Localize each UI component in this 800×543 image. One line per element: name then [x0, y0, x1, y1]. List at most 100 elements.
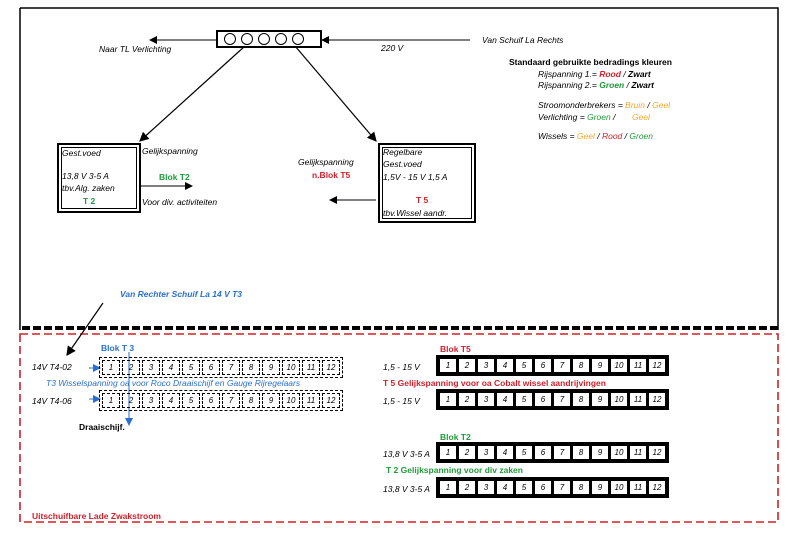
left-psu-blok: Blok T2 [159, 172, 190, 182]
terminal-10: 10 [611, 446, 627, 459]
blok-t5-label: Blok T5 [440, 344, 471, 354]
terminal-5: 5 [516, 359, 532, 372]
terminal-4: 4 [497, 446, 513, 459]
terminal-7: 7 [222, 360, 240, 375]
terminal-7: 7 [554, 446, 570, 459]
terminal-3: 3 [478, 359, 494, 372]
terminal-11: 11 [302, 393, 320, 408]
terminal-10: 10 [282, 360, 300, 375]
socket-icon [224, 33, 236, 45]
terminal-11: 11 [630, 481, 646, 494]
terminal-6: 6 [535, 481, 551, 494]
terminal-12: 12 [649, 359, 665, 372]
t2-description: T 2 Gelijkspanning voor div zaken [386, 465, 523, 475]
terminal-8: 8 [573, 359, 589, 372]
right-psu-blok: n.Blok T5 [312, 170, 351, 180]
left-psu-side-label: Gelijkspanning [142, 146, 198, 156]
terminal-5: 5 [182, 393, 200, 408]
t3-row1-label: 14V T4-02 [32, 362, 72, 372]
terminal-8: 8 [242, 393, 260, 408]
terminal-2: 2 [459, 446, 475, 459]
left-psu-line1: Gest.voed [62, 148, 101, 158]
terminal-12: 12 [649, 481, 665, 494]
terminal-7: 7 [554, 481, 570, 494]
left-psu-line2: 13,8 V 3-5 A [62, 171, 109, 181]
terminal-9: 9 [592, 359, 608, 372]
van-schuif-label: Van Schuif La Rechts [482, 35, 564, 45]
terminal-1: 1 [440, 359, 456, 372]
socket-icon [258, 33, 270, 45]
terminal-7: 7 [222, 393, 240, 408]
terminal-12: 12 [649, 446, 665, 459]
terminal-4: 4 [162, 360, 180, 375]
terminal-7: 7 [554, 359, 570, 372]
terminal-1: 1 [440, 393, 456, 406]
terminal-1: 1 [440, 446, 456, 459]
terminal-3: 3 [478, 393, 494, 406]
terminal-3: 3 [142, 360, 160, 375]
terminal-1: 1 [440, 481, 456, 494]
terminal-12: 12 [322, 393, 340, 408]
left-psu-activiteiten: Voor div. activiteiten [142, 197, 218, 207]
top-frame [19, 7, 779, 330]
terminal-5: 5 [516, 393, 532, 406]
right-psu-id: T 5 [416, 195, 429, 205]
terminal-4: 4 [162, 393, 180, 408]
legend-title: Standaard gebruikte bedradings kleuren [509, 57, 672, 67]
terminal-5: 5 [516, 446, 532, 459]
socket-icon [292, 33, 304, 45]
terminal-4: 4 [497, 393, 513, 406]
terminal-7: 7 [554, 393, 570, 406]
legend-rijspanning-2: Rijspanning 2.= Groen / Zwart [538, 80, 654, 90]
terminal-8: 8 [242, 360, 260, 375]
terminal-2: 2 [459, 481, 475, 494]
t3-description: T3 Wisselspanning oa voor Roco Draaischi… [46, 378, 301, 388]
voltage-220-label: 220 V [381, 43, 404, 53]
terminal-9: 9 [262, 393, 280, 408]
left-power-supply: Gest.voed 13,8 V 3-5 A tbv.Alg. zaken T … [57, 143, 141, 213]
terminal-5: 5 [516, 481, 532, 494]
terminal-11: 11 [630, 359, 646, 372]
terminal-10: 10 [611, 359, 627, 372]
t5-row2-label: 1,5 - 15 V [383, 396, 420, 406]
terminal-10: 10 [282, 393, 300, 408]
blok-t3-label: Blok T 3 [101, 343, 135, 353]
van-rechter-schuif-label: Van Rechter Schuif La 14 V T3 [120, 289, 243, 299]
terminal-9: 9 [262, 360, 280, 375]
terminal-11: 11 [630, 393, 646, 406]
terminal-3: 3 [478, 481, 494, 494]
legend-stroomonderbrekers: Stroomonderbrekers = Bruin / Geel [538, 100, 671, 110]
terminal-3: 3 [478, 446, 494, 459]
draaischijf-label: Draaischijf. [79, 422, 125, 432]
terminal-8: 8 [573, 393, 589, 406]
terminal-2: 2 [122, 360, 140, 375]
t5-description: T 5 Gelijkspanning voor oa Cobalt wissel… [383, 378, 606, 388]
terminal-2: 2 [459, 393, 475, 406]
blok-t2-label: Blok T2 [440, 432, 471, 442]
t2-row1-label: 13,8 V 3-5 A [383, 449, 430, 459]
t3-row2-label: 14V T4-06 [32, 396, 72, 406]
power-strip [216, 30, 322, 48]
terminal-9: 9 [592, 446, 608, 459]
terminal-4: 4 [497, 359, 513, 372]
terminal-9: 9 [592, 481, 608, 494]
terminal-12: 12 [322, 360, 340, 375]
legend-rijspanning-1: Rijspanning 1.= Rood / Zwart [538, 69, 651, 79]
right-power-supply: Regelbare Gest.voed 1,5V - 15 V 1,5 A T … [378, 143, 476, 223]
socket-icon [275, 33, 287, 45]
right-psu-side-label: Gelijkspanning [298, 157, 354, 167]
terminal-10: 10 [611, 481, 627, 494]
terminal-6: 6 [535, 446, 551, 459]
terminal-8: 8 [573, 481, 589, 494]
terminal-6: 6 [202, 360, 220, 375]
terminal-11: 11 [630, 446, 646, 459]
terminal-8: 8 [573, 446, 589, 459]
terminal-9: 9 [592, 393, 608, 406]
naar-tl-label: Naar TL Verlichting [99, 44, 172, 54]
drawer-title: Uitschuifbare Lade Zwakstroom [32, 511, 161, 521]
right-psu-line3: 1,5V - 15 V 1,5 A [383, 172, 448, 182]
right-psu-line2: Gest.voed [383, 159, 422, 169]
